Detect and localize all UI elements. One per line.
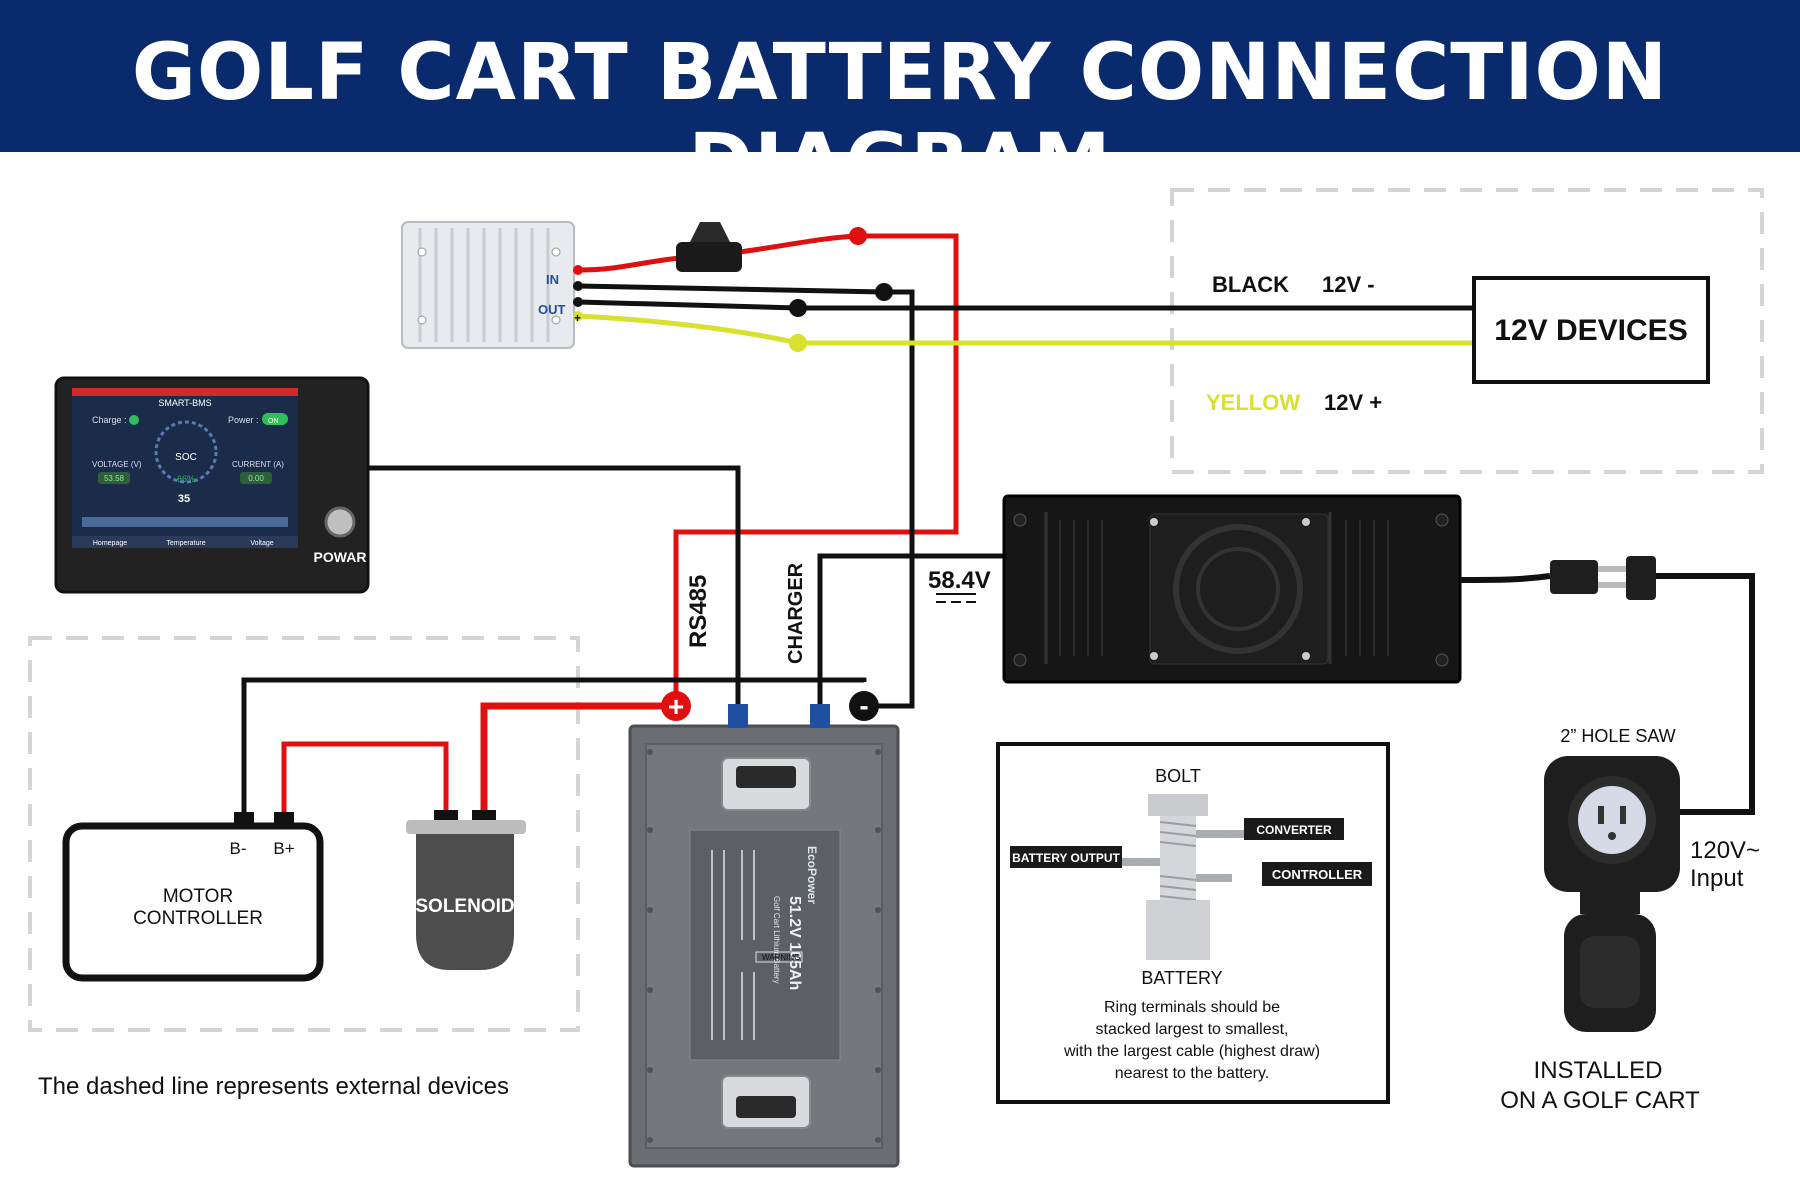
bolt-note-line4: nearest to the battery. [1115,1065,1269,1082]
devices-box [1472,276,1710,384]
bms-power-toggle [262,413,288,425]
external-devices-region-top [1170,188,1764,474]
charger-voltage-label: 58.4V [928,567,991,594]
bms-voltage-value: 53.58 [104,474,125,483]
battery-negative-terminal [849,691,879,721]
black-junction-dot [875,283,893,301]
bms-soc-value: 66% [177,474,195,484]
battery-brand: EcoPower [805,846,819,904]
battery-positive-terminal [661,691,691,721]
external-devices-note: The dashed line represents external devi… [38,1073,509,1100]
red-wire-fuse [577,233,859,273]
inline-fuse-holder [676,222,742,272]
rs485-label: RS485 [685,575,712,648]
bolt-note-line2: stacked largest to smallest, [1096,1021,1289,1038]
bolt-stack-box: BOLT CONVERTER BATTERY OUTPUT CONTROLLER [996,742,1390,1104]
input-voltage-label: 120V~ [1690,837,1760,864]
battery-warning: WARNING [762,953,800,962]
battery-subtitle: Golf Cart Lithium Battery [772,896,781,984]
converter-out-label: OUT [538,302,566,317]
bms-power-button[interactable] [324,506,356,538]
charger-wire-label: CHARGER [785,562,807,664]
battery-output-ring-tag: BATTERY OUTPUT [1012,851,1120,865]
soc-gauge [154,420,218,484]
dc-dc-converter: IN OUT + [401,221,583,349]
bms-current-box [240,472,272,484]
motor-controller: B- B+ MOTOR CONTROLLER [62,812,324,982]
bms-tab-voltage[interactable]: Voltage [250,540,273,547]
black-wire-label: BLACK [1212,272,1289,297]
bms-display-unit: SMART-BMS Charge : Power : ON SOC 66% VO… [54,376,370,594]
controller-ring-tag: CONTROLLER [1272,867,1363,882]
installed-label-line1: INSTALLED [1534,1057,1663,1084]
converter-in-label: IN [546,272,559,287]
installed-label-line2: ON A GOLF CART [1500,1087,1700,1114]
battery-spec-label [689,829,841,1061]
battery-model: 51.2V 105Ah [786,896,803,990]
battery-minus-symbol: - [859,690,868,721]
black-wire-value: 12V - [1322,272,1375,297]
bolt-label: BOLT [1155,766,1201,786]
bms-charge-indicator [129,415,139,425]
controller-b-minus-label: B- [230,839,247,858]
bms-tab-home[interactable]: Homepage [93,540,127,547]
black-wire-charger [817,553,1010,706]
bms-voltage-box [98,472,130,484]
red-wire-solenoid-to-controller [281,741,449,818]
bms-brand: POWAR [314,549,367,565]
red-junction-dot [849,227,867,245]
bolt-note-line3: with the largest cable (highest draw) [1063,1043,1320,1060]
black-wire-converter-out-to-devices [577,299,1474,311]
yellow-wire-converter-to-devices [577,313,1474,346]
charger-connector [810,704,830,728]
charger-fan [1173,524,1303,654]
yellow-wire-value: 12V + [1324,390,1382,415]
bms-current-value: 0.00 [248,474,264,483]
black-wire-battery-neg-to-controller [241,677,867,818]
bms-current-label: CURRENT (A) [232,460,284,469]
ac-inlet [1544,756,1680,1032]
bms-soc-label: SOC [175,452,197,463]
black-wire-charger-to-inlet [1650,573,1755,815]
bms-temp-value: 35 [178,493,190,505]
bms-power-state: ON [268,418,279,425]
bolt-illustration [1120,794,1248,960]
black-junction-dot-out [789,299,807,317]
bms-screen-title: SMART-BMS [158,398,211,408]
bms-voltage-label: VOLTAGE (V) [92,460,142,469]
controller-label-line1: MOTOR [163,886,233,907]
hole-saw-label: 2” HOLE SAW [1560,726,1675,746]
bms-tab-bar [72,536,298,548]
yellow-wire-label: YELLOW [1206,390,1300,415]
external-devices-region-left [28,636,580,1032]
bolt-battery-label: BATTERY [1141,968,1222,988]
input-label: Input [1690,865,1744,892]
bms-charge-label: Charge : [92,415,127,425]
bms-power-label: Power : [228,415,259,425]
title-bar: GOLF CART BATTERY CONNECTION DIAGRAM [0,0,1800,208]
red-wire-battery-pos-to-solenoid [480,702,676,818]
controller-b-plus-label: B+ [273,839,294,858]
red-wire-converter-to-battery [673,233,959,706]
bolt-note-line1: Ring terminals should be [1104,999,1280,1016]
devices-box-label: 12V DEVICES [1494,314,1687,347]
page-title: GOLF CART BATTERY CONNECTION DIAGRAM [131,28,1669,208]
black-wire-rs485 [368,465,741,706]
converter-ring-tag: CONVERTER [1256,823,1332,837]
ac-plug [1459,556,1656,600]
converter-plus-label: + [574,311,581,325]
lithium-battery: EcoPower 51.2V 105Ah Golf Cart Lithium B… [628,690,900,1168]
rs485-connector [728,704,748,728]
battery-charger [1002,494,1462,684]
controller-label-line2: CONTROLLER [133,908,263,929]
solenoid-label: SOLENOID [415,896,514,917]
battery-plus-symbol: + [668,691,684,722]
solenoid: SOLENOID [406,810,526,970]
black-wire-converter-in-to-battery-negative [577,283,915,709]
bms-tab-temperature[interactable]: Temperature [166,540,205,547]
dc-symbol [936,593,976,603]
yellow-junction-dot [789,334,807,352]
